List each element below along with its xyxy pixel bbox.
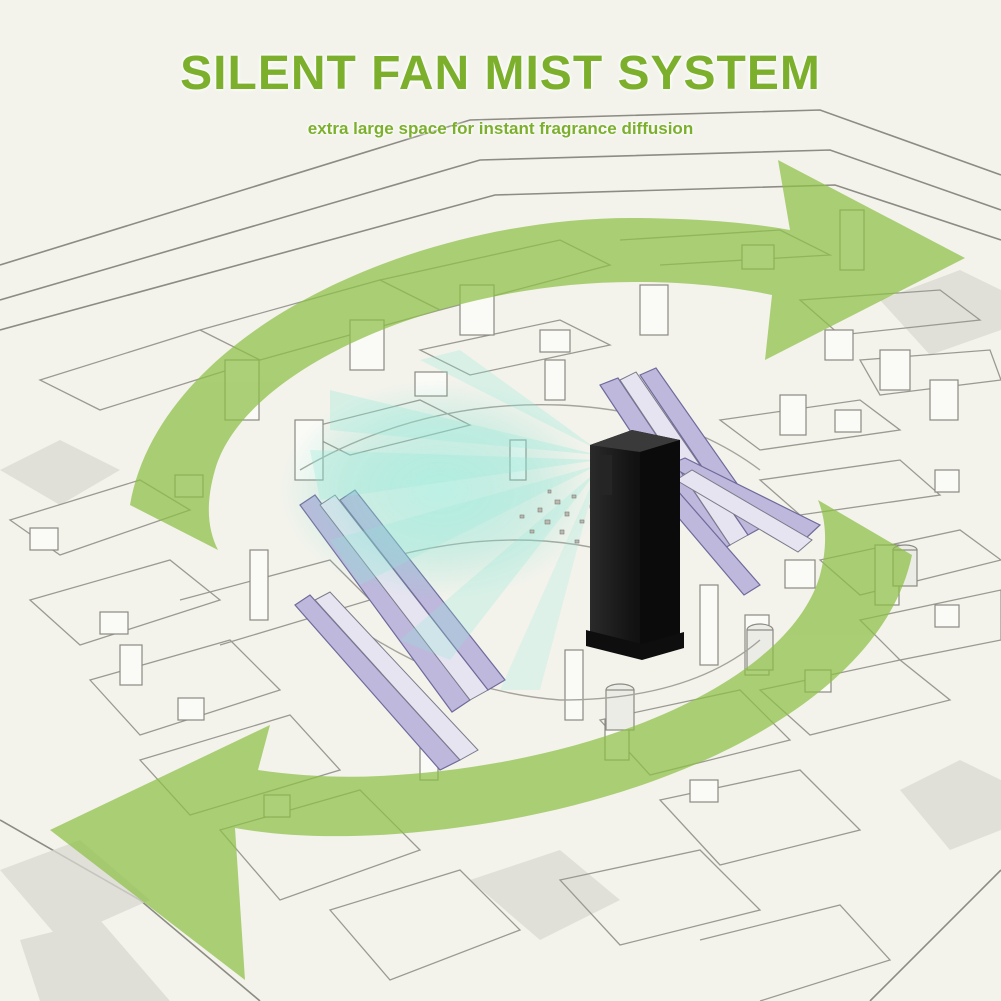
headline-title: SILENT FAN MIST SYSTEM <box>180 47 821 100</box>
circular-airflow-arrows-icon <box>50 160 965 980</box>
building-outline <box>0 109 1001 1001</box>
headline-subtitle: extra large space for instant fragrance … <box>307 119 694 138</box>
mist-rays <box>280 350 600 690</box>
escalator-left-lower <box>294 591 479 771</box>
shaded-areas <box>0 270 1001 1001</box>
aroma-diffuser-tower-icon <box>586 430 684 660</box>
fragrance-particles <box>519 489 595 544</box>
escalator-right-lower <box>654 457 822 596</box>
